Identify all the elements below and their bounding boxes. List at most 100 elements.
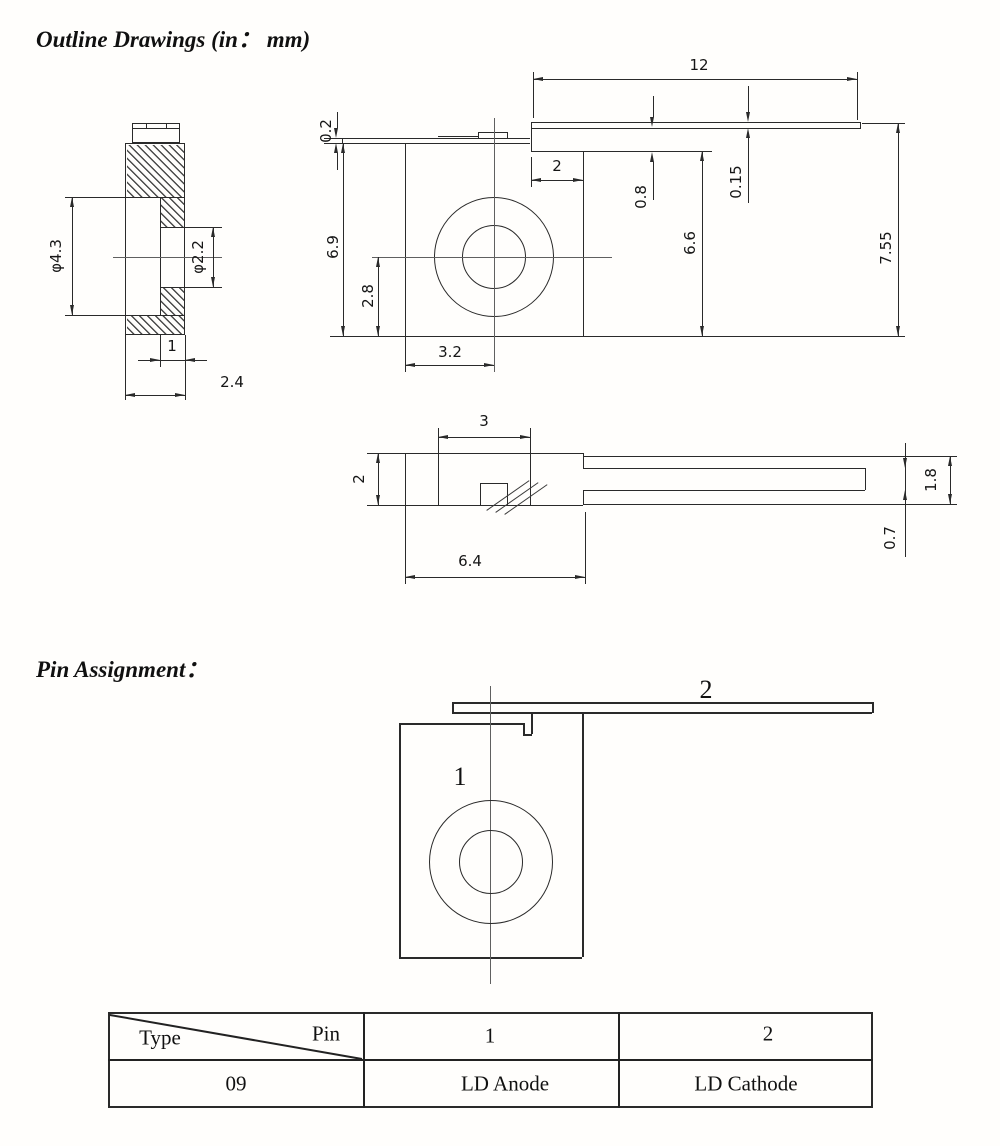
hatch-fill <box>160 287 184 315</box>
dimension-line <box>898 123 900 336</box>
drawing-line <box>166 124 168 128</box>
pin-notch-line <box>523 723 525 734</box>
table-column-divider <box>363 1012 365 1108</box>
dim-arrow <box>520 434 530 439</box>
extension-line <box>905 456 957 458</box>
table-header-pin1: 1 <box>484 1023 496 1048</box>
pin1-label: 1 <box>453 762 467 791</box>
dim-arrow <box>69 305 74 315</box>
extension-line <box>405 336 407 372</box>
outline-drawings-title: Outline Drawings (in： mm) <box>36 27 311 52</box>
extension-line <box>905 504 957 506</box>
dim-arrow <box>405 574 415 579</box>
dim-arrow <box>699 151 704 161</box>
pin-lead-line <box>452 712 872 714</box>
lead-line <box>583 456 905 458</box>
dim-arrow <box>405 362 415 367</box>
dimension-label: 2.4 <box>220 373 244 391</box>
dim-arrow <box>699 326 704 336</box>
dim-arrow <box>375 453 380 463</box>
dim-arrow <box>650 117 654 127</box>
drawing-line <box>438 136 478 138</box>
drawing-line <box>146 124 148 128</box>
dim-arrow <box>745 112 750 122</box>
table-pin-label: Pin <box>311 1021 341 1046</box>
drawing-line <box>583 490 585 505</box>
table-pin1-value: LD Anode <box>460 1071 550 1096</box>
dimension-label: 2 <box>552 157 562 175</box>
front-tab-outline <box>478 132 508 139</box>
dimension-line <box>125 395 185 397</box>
dim-arrow <box>902 490 907 500</box>
centerline <box>113 257 222 258</box>
hatch-fill <box>126 315 184 334</box>
drawing-line <box>438 428 440 505</box>
dim-arrow <box>334 128 338 138</box>
front-plate-line <box>342 138 530 140</box>
dim-arrow <box>650 152 654 162</box>
dim-arrow <box>745 128 750 138</box>
dimension-line <box>405 577 585 579</box>
dimension-line <box>405 365 494 367</box>
extension-line <box>405 505 407 584</box>
dimension-label: 7.55 <box>877 231 895 265</box>
pin-assignment-title: Pin Assignment： <box>36 657 209 682</box>
dimension-line <box>702 151 704 336</box>
side-view-body-outline <box>125 143 185 335</box>
dimension-label: 12 <box>689 56 709 74</box>
dimension-line <box>652 162 654 200</box>
extension-line <box>65 315 185 317</box>
table-type-label: Type <box>139 1025 181 1050</box>
dimension-line <box>343 143 345 336</box>
dimension-line <box>336 153 338 170</box>
pin-notch-line <box>531 712 533 734</box>
pin-body-outline <box>582 712 584 957</box>
dimension-line <box>378 257 380 336</box>
dimension-label: φ4.3 <box>47 239 65 273</box>
front-body-bottom-line <box>330 336 905 338</box>
drawing-line <box>480 483 482 505</box>
pin-circle-inner <box>459 830 523 894</box>
dimension-line <box>748 86 750 112</box>
hatch-fill <box>126 144 184 197</box>
pin2-label: 2 <box>699 675 713 704</box>
dimension-line <box>905 443 907 557</box>
extension-line <box>857 72 859 120</box>
dimension-label: φ2.2 <box>189 240 207 274</box>
dim-arrow <box>895 123 900 133</box>
extension-line <box>65 197 185 199</box>
extension-line <box>125 335 127 400</box>
dimension-label: 0.7 <box>881 526 899 550</box>
dim-arrow <box>847 76 857 81</box>
dim-arrow <box>575 574 585 579</box>
dimension-label: 0.15 <box>727 165 745 199</box>
extension-line <box>367 505 405 507</box>
drawing-line <box>160 197 162 315</box>
dim-arrow <box>340 143 345 153</box>
dimension-line <box>138 360 207 362</box>
pin-lead-line <box>452 702 872 704</box>
extension-line <box>585 512 587 584</box>
pin-body-outline <box>399 723 401 957</box>
dim-arrow <box>947 456 952 466</box>
dim-arrow <box>375 495 380 505</box>
dim-arrow <box>175 392 185 397</box>
hatch-fill <box>160 197 184 227</box>
lead-line <box>860 122 862 129</box>
dim-arrow <box>902 458 907 468</box>
drawing-line <box>583 453 585 468</box>
table-column-divider <box>618 1012 620 1108</box>
dim-arrow <box>438 434 448 439</box>
dim-arrow <box>573 177 583 182</box>
dim-arrow <box>210 227 215 237</box>
dim-arrow <box>375 257 380 267</box>
lead-line <box>583 504 905 506</box>
dimension-label: 0.2 <box>317 119 335 143</box>
lead-line <box>583 468 865 470</box>
pin-circle-outer <box>429 800 553 924</box>
dim-arrow <box>533 76 543 81</box>
extension-line <box>531 157 533 187</box>
centerline <box>372 257 612 258</box>
lead-line <box>532 128 860 130</box>
dimension-label: 3.2 <box>438 343 462 361</box>
